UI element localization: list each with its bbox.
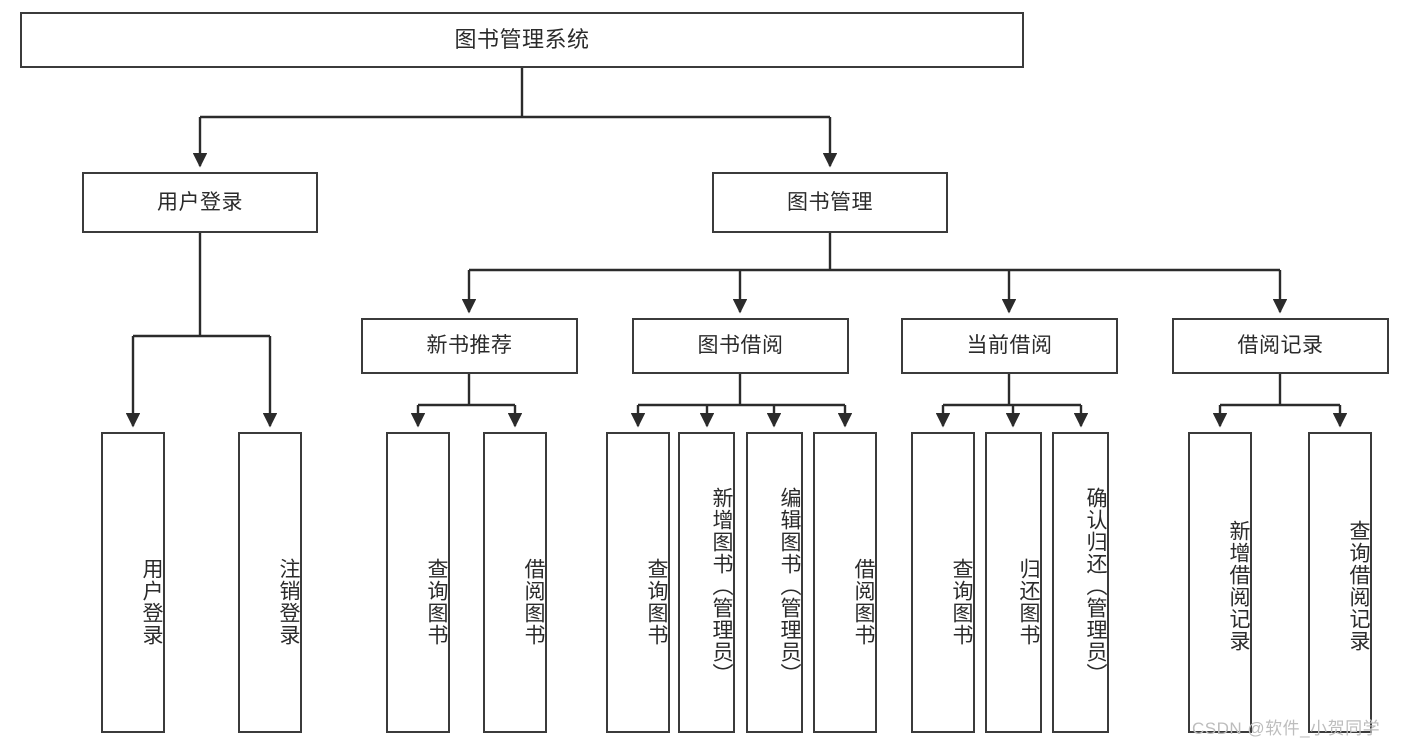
csdn-watermark: CSDN @软件_小贺同学 [1192, 719, 1381, 738]
node-leaf-borrow-book-2-label: 借阅图书 [852, 557, 875, 646]
node-leaf-return-book[interactable]: 归还图书 [985, 432, 1042, 733]
node-leaf-edit-book-admin-label: 编辑图书（管理员） [778, 486, 801, 685]
node-leaf-user-login[interactable]: 用户登录 [101, 432, 165, 733]
node-leaf-confirm-return-admin-label: 确认归还（管理员） [1084, 486, 1107, 685]
node-book-manage[interactable]: 图书管理 [712, 172, 948, 233]
node-borrow-record[interactable]: 借阅记录 [1172, 318, 1389, 374]
node-leaf-query-book-2[interactable]: 查询图书 [606, 432, 670, 733]
node-leaf-logout-login-label: 注销登录 [277, 557, 300, 646]
node-leaf-borrow-book-2[interactable]: 借阅图书 [813, 432, 877, 733]
node-book-borrow-label: 图书借阅 [697, 334, 784, 358]
node-leaf-confirm-return-admin[interactable]: 确认归还（管理员） [1052, 432, 1109, 733]
node-leaf-query-borrow-record-label: 查询借阅记录 [1347, 519, 1370, 652]
node-borrow-record-label: 借阅记录 [1237, 334, 1324, 358]
node-leaf-query-book-3-label: 查询图书 [950, 557, 973, 646]
node-leaf-add-book-admin-label: 新增图书（管理员） [710, 486, 733, 685]
node-root[interactable]: 图书管理系统 [20, 12, 1024, 68]
node-leaf-borrow-book-1[interactable]: 借阅图书 [483, 432, 547, 733]
node-user-login-label: 用户登录 [157, 190, 243, 214]
node-leaf-query-borrow-record[interactable]: 查询借阅记录 [1308, 432, 1372, 733]
node-leaf-query-book-3[interactable]: 查询图书 [911, 432, 975, 733]
node-leaf-query-book-1[interactable]: 查询图书 [386, 432, 450, 733]
node-leaf-user-login-label: 用户登录 [140, 557, 163, 646]
node-book-manage-label: 图书管理 [787, 190, 873, 214]
node-leaf-edit-book-admin[interactable]: 编辑图书（管理员） [746, 432, 803, 733]
node-leaf-logout-login[interactable]: 注销登录 [238, 432, 302, 733]
node-user-login[interactable]: 用户登录 [82, 172, 318, 233]
node-leaf-return-book-label: 归还图书 [1017, 557, 1040, 646]
node-current-borrow-label: 当前借阅 [966, 334, 1053, 358]
node-new-book-recommend-label: 新书推荐 [426, 334, 513, 358]
node-leaf-add-borrow-record-label: 新增借阅记录 [1227, 519, 1250, 652]
node-leaf-add-book-admin[interactable]: 新增图书（管理员） [678, 432, 735, 733]
node-new-book-recommend[interactable]: 新书推荐 [361, 318, 578, 374]
node-book-borrow[interactable]: 图书借阅 [632, 318, 849, 374]
node-leaf-query-book-2-label: 查询图书 [645, 557, 668, 646]
node-leaf-query-book-1-label: 查询图书 [425, 557, 448, 646]
node-leaf-borrow-book-1-label: 借阅图书 [522, 557, 545, 646]
node-current-borrow[interactable]: 当前借阅 [901, 318, 1118, 374]
node-leaf-add-borrow-record[interactable]: 新增借阅记录 [1188, 432, 1252, 733]
node-root-label: 图书管理系统 [454, 26, 590, 52]
